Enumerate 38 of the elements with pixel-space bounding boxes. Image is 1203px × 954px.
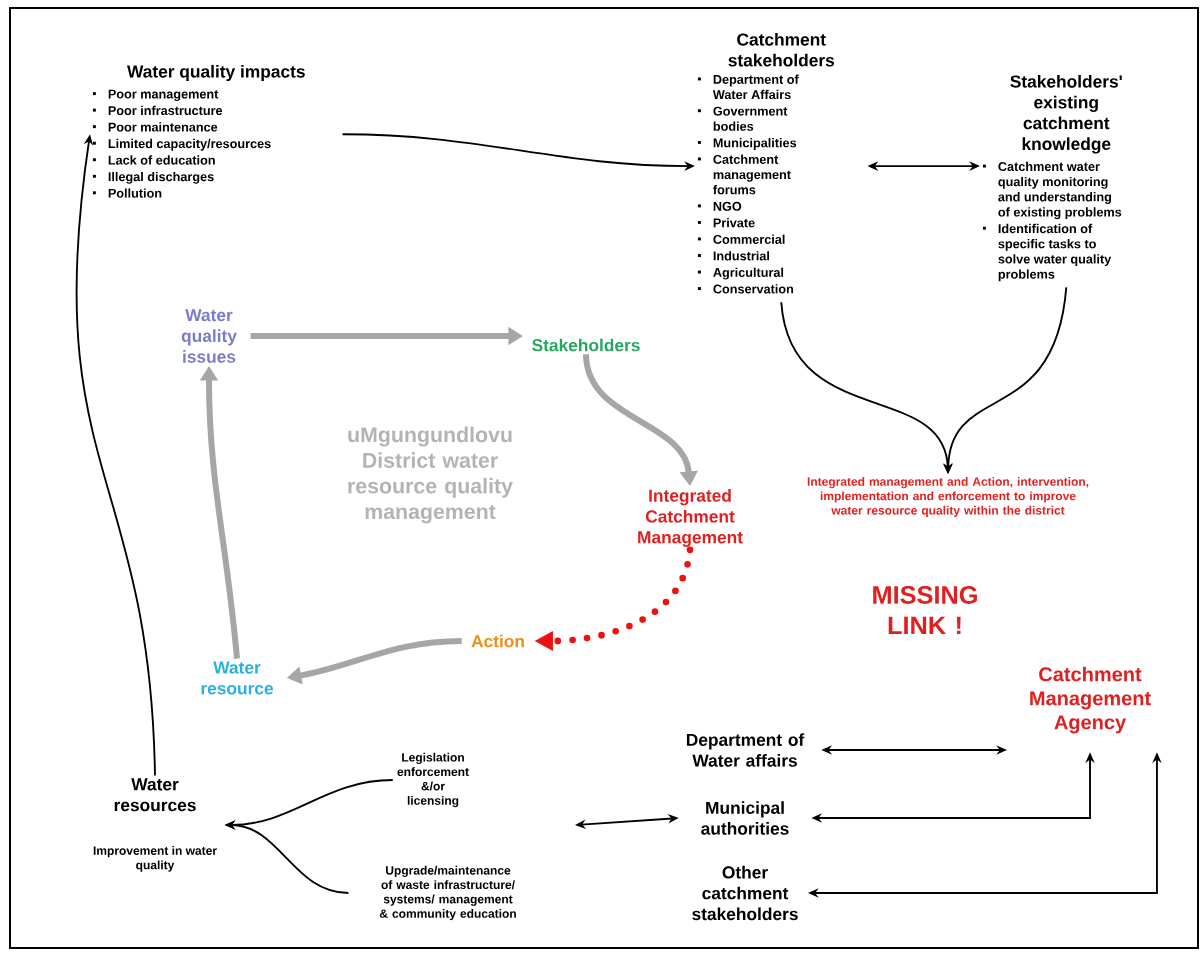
bullet-item: Poor maintenance: [108, 122, 218, 132]
node-label: Integrated Catchment Management: [638, 489, 743, 547]
bullet-item: Catchment water quality monitoring and understanding of existing problems: [998, 161, 1122, 220]
bullet-item: Municipalities: [713, 138, 797, 150]
node-label: Legislation enforcement &/or licensing: [397, 752, 469, 808]
node-label: Other catchment stakeholders: [692, 865, 798, 921]
heading: Stakeholders' existing catchment knowledge: [1010, 74, 1122, 154]
bullet-item: Government bodies: [713, 106, 788, 131]
callout-text: MISSING LINK !: [873, 585, 977, 635]
bullet-item: Catchment management forums: [713, 154, 791, 195]
bullet-item: NGO: [713, 201, 742, 211]
bullet-item: Illegal discharges: [108, 171, 214, 184]
node-label: Department of Water affairs: [686, 733, 805, 767]
note-text: Improvement in water quality: [93, 846, 217, 872]
bullet-item: Poor infrastructure: [108, 105, 223, 116]
node-label: Action: [471, 634, 524, 648]
bullet-item: Agricultural: [713, 267, 784, 280]
node-label: Catchment Management Agency: [1030, 666, 1151, 734]
heading: Water quality impacts: [127, 64, 305, 82]
node-label: Stakeholders: [532, 338, 640, 352]
bullet-item: Limited capacity/resources: [108, 138, 271, 151]
bullet-item: Conservation: [713, 284, 794, 294]
node-label: Upgrade/maintenance of waste infrastructure/ systems/ management & community education: [379, 865, 516, 921]
bullet-item: Industrial: [713, 251, 769, 261]
bullet-item: Commercial: [713, 234, 785, 244]
node-label: Municipal authorities: [701, 801, 789, 835]
heading: Catchment stakeholders: [728, 32, 835, 67]
bullet-item: Private: [713, 218, 755, 228]
bullet-item: Lack of education: [108, 155, 215, 165]
node-label: Integrated management and Action, intervention, implementation and enforcement to improve water resource quality within the district: [807, 477, 1089, 517]
heading: Water resources: [114, 778, 196, 812]
node-label: Water quality issues: [181, 309, 237, 363]
node-label: Water resource: [201, 661, 273, 695]
bullet-item: Identification of specific tasks to solve water quality problems: [998, 223, 1112, 282]
bullet-item: Department of Water Affairs: [712, 74, 799, 100]
bullet-item: Pollution: [108, 188, 162, 198]
bullet-item: Poor management: [108, 89, 219, 102]
center-title: uMgungundlovu District water resource quality management: [348, 426, 513, 524]
